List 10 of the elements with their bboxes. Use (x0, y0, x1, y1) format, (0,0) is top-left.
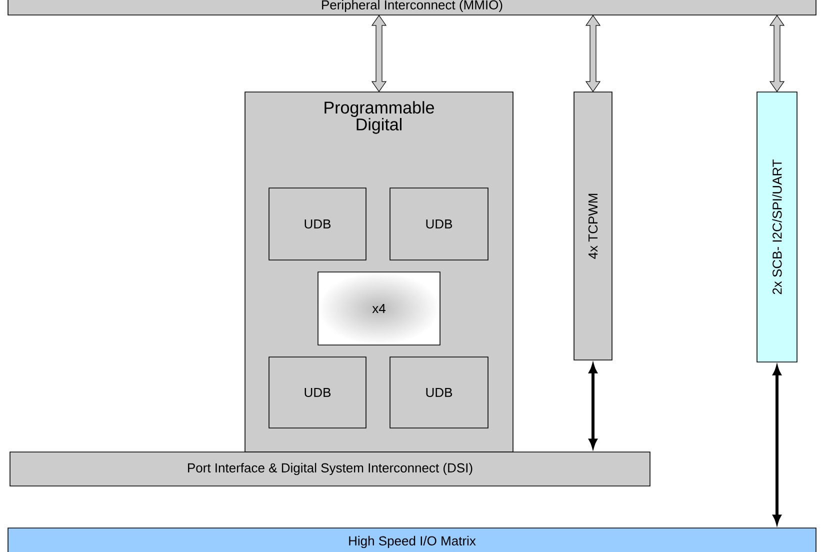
block-box: 4x TCPWM (574, 92, 612, 360)
block-box: UDB (390, 188, 488, 260)
block-box: x4 (318, 272, 440, 346)
block-box: 2x SCB- I2C/SPI/UART (756, 92, 798, 362)
block-box: UDB (268, 188, 366, 260)
bus-bar: High Speed I/O Matrix (8, 528, 816, 552)
block-box: UDB (268, 356, 366, 428)
bus-bar: Peripheral Interconnect (MMIO) (8, 0, 816, 16)
bus-bar: Port Interface & Digital System Interconnect (DSI) (10, 452, 650, 486)
block-box: UDB (390, 356, 488, 428)
